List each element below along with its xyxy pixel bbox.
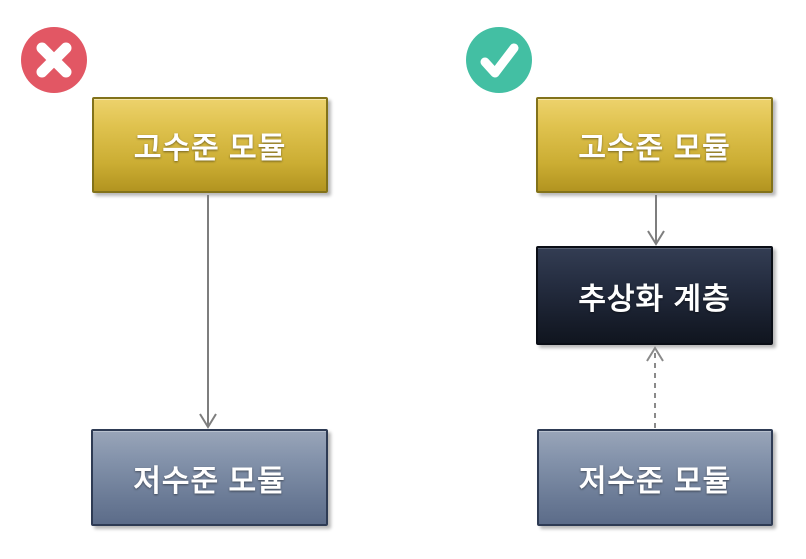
node-label: 저수준 모듈: [578, 464, 732, 498]
node-abstraction-layer: 추상화 계층: [536, 246, 773, 345]
node-label: 고수준 모듈: [578, 132, 731, 165]
check-circle-icon-svg: [466, 27, 532, 93]
node-label: 추상화 계층: [578, 282, 731, 316]
check-circle-icon: [465, 26, 533, 94]
node-high-level-module-left: 고수준 모듈: [92, 97, 328, 193]
x-circle-icon: [20, 26, 88, 94]
edge-solid-right-down-arrow: [647, 195, 665, 246]
node-low-level-module-left: 저수준 모듈: [91, 429, 328, 526]
edge-solid-left-down-arrow: [199, 195, 217, 429]
node-label: 저수준 모듈: [133, 464, 286, 498]
x-circle-icon-svg: [21, 27, 87, 93]
node-label: 고수준 모듈: [133, 132, 287, 165]
node-high-level-module-right: 고수준 모듈: [536, 97, 773, 193]
edge-dashed-up-arrow: [646, 346, 664, 428]
node-low-level-module-right: 저수준 모듈: [537, 429, 773, 526]
